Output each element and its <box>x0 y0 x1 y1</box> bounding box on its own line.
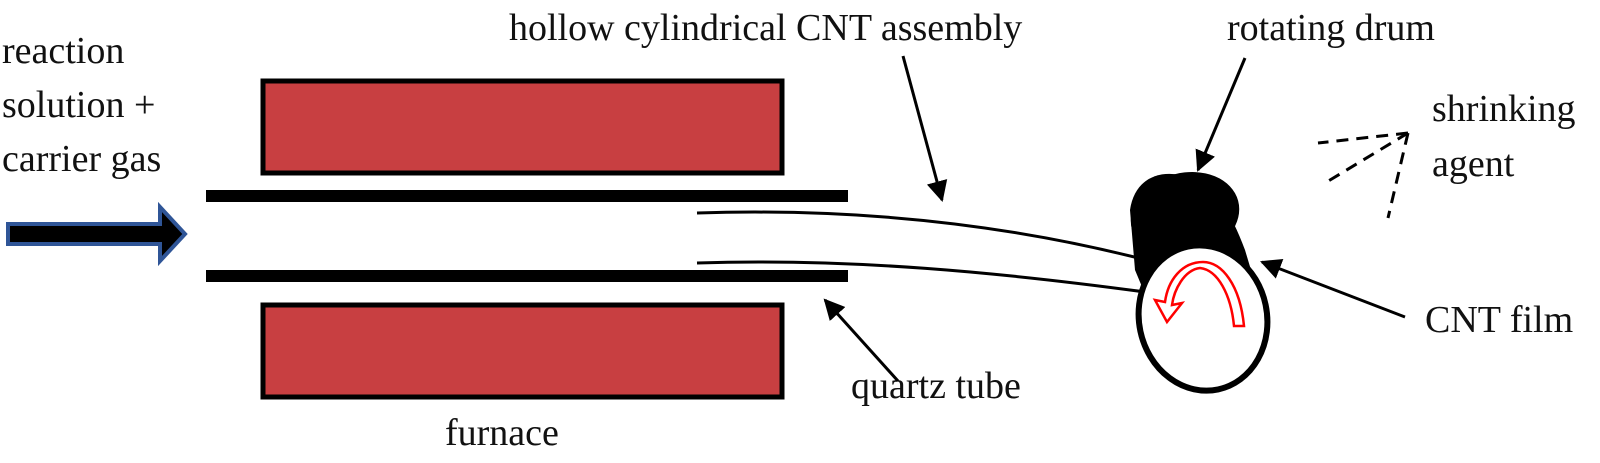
shrinking-agent-label-line1: shrinking <box>1432 88 1576 130</box>
cnt-assembly-lower-line <box>696 260 1161 296</box>
quartz-tube-bottom-wall <box>206 270 848 282</box>
drum-pointer-arrow <box>1195 57 1247 172</box>
assembly-label: hollow cylindrical CNT assembly <box>509 7 1022 49</box>
quartz-tube-pointer-arrow <box>823 298 900 383</box>
quartz-tube-label: quartz tube <box>851 365 1021 407</box>
inlet-flow-arrow <box>6 201 188 267</box>
rotating-drum <box>1130 172 1271 394</box>
rotation-arrow-icon <box>1152 260 1246 328</box>
furnace-bottom-block <box>260 302 785 400</box>
drum-body-top <box>1130 172 1240 258</box>
cnt-assembly-upper-line <box>696 210 1151 263</box>
cnt-film-pointer-arrow <box>1260 258 1406 319</box>
drum-label: rotating drum <box>1227 7 1435 49</box>
quartz-tube-top-wall <box>206 190 848 202</box>
cnt-film-label: CNT film <box>1425 299 1573 341</box>
furnace-label: furnace <box>445 412 559 454</box>
furnace-top-block <box>260 78 785 176</box>
shrinking-agent-spray-lines <box>1317 131 1410 219</box>
assembly-pointer-arrow <box>901 55 948 203</box>
inlet-label-line2: solution + <box>2 84 155 126</box>
shrinking-agent-label-line2: agent <box>1432 143 1515 185</box>
inlet-label-line1: reaction <box>2 30 124 72</box>
inlet-label-line3: carrier gas <box>2 138 161 180</box>
